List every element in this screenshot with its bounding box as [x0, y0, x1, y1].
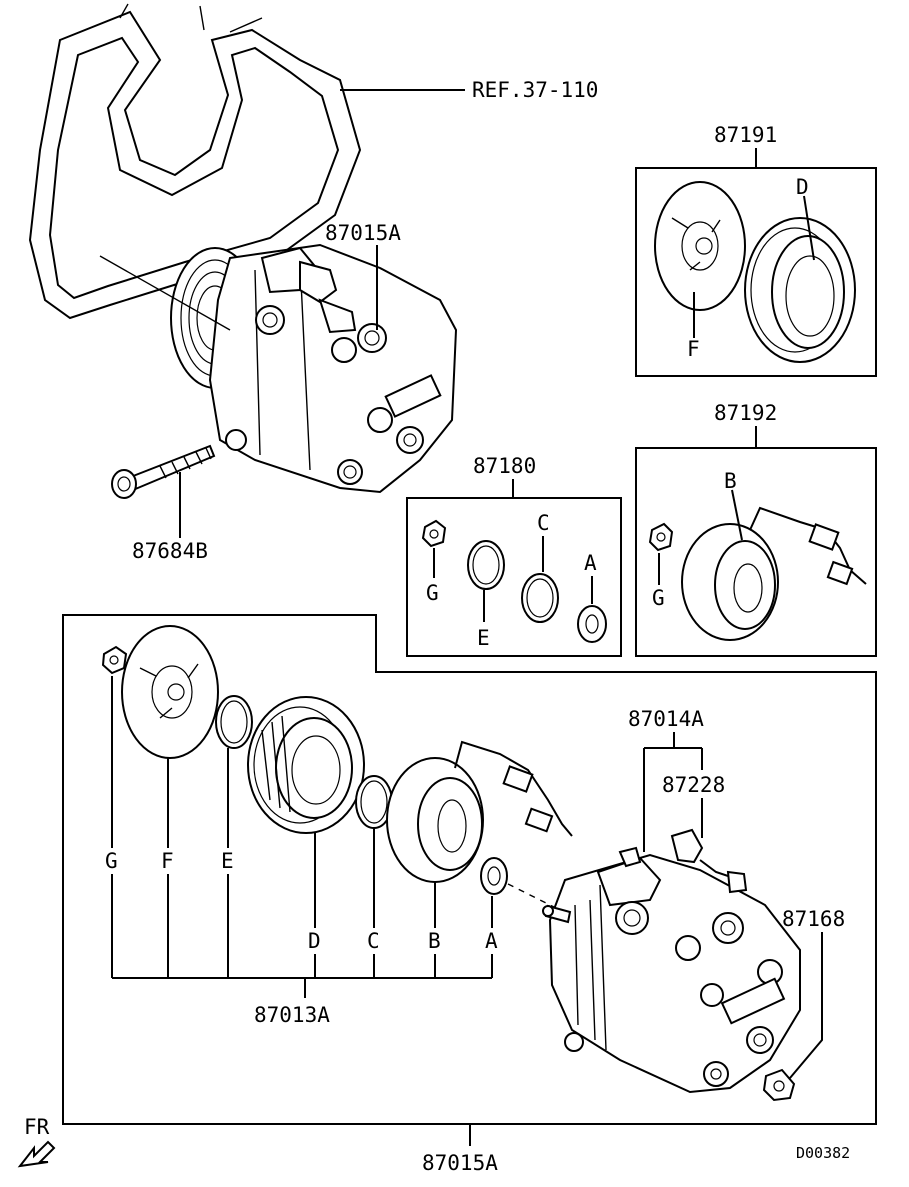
shaft-guideline — [507, 883, 561, 911]
a-letter: A — [485, 929, 498, 953]
mount-bolt[interactable] — [111, 444, 216, 499]
nut-g-87192[interactable] — [648, 522, 674, 552]
nut-g[interactable] — [101, 645, 128, 675]
g-letter: G — [105, 849, 118, 873]
kit-d-letter: D — [796, 175, 809, 199]
kit-87180-box — [406, 497, 622, 657]
front-arrow-icon — [17, 1140, 56, 1168]
kit-87192-b-leader — [731, 489, 743, 541]
relief-bolt-leader — [789, 932, 823, 1079]
compressor-top-label[interactable]: 87015A — [325, 221, 401, 245]
clutch-plate-f-kit[interactable] — [654, 181, 746, 311]
washer-a-kit[interactable] — [577, 605, 607, 643]
kit-87191-label[interactable]: 87191 — [714, 123, 777, 147]
clutch-plate-f[interactable] — [121, 625, 219, 759]
belt-to-pulley-line — [99, 255, 231, 331]
harness-connector[interactable] — [618, 828, 748, 894]
pulley-d-kit[interactable] — [744, 217, 856, 363]
coil-b-kit[interactable] — [681, 506, 867, 641]
b-letter: B — [428, 929, 441, 953]
kit-f-letter: F — [687, 337, 700, 361]
kit-87192-b-letter: B — [724, 469, 737, 493]
front-indicator: FR — [24, 1115, 50, 1139]
kit-87180-c-letter: C — [537, 511, 550, 535]
kit-87180-a-letter: A — [584, 551, 597, 575]
pulley-d[interactable] — [247, 696, 365, 834]
ref-belt-label[interactable]: REF.37-110 — [472, 78, 598, 102]
compressor-body[interactable] — [542, 853, 801, 1094]
snap-ring-c-kit[interactable] — [521, 573, 559, 623]
clutch-assembly-label[interactable]: 87013A — [254, 1003, 330, 1027]
kit-87192-box — [635, 447, 877, 657]
field-coil-b[interactable] — [386, 740, 573, 883]
bolt-label[interactable]: 87684B — [132, 539, 208, 563]
diagram-code: D00382 — [796, 1144, 850, 1162]
f-letter: F — [161, 849, 174, 873]
kit-87192-label[interactable]: 87192 — [714, 401, 777, 425]
drive-belt[interactable] — [28, 3, 362, 320]
kit-87180-label[interactable]: 87180 — [473, 454, 536, 478]
kit-87191-box — [635, 167, 877, 377]
kit-d-leader — [803, 195, 815, 261]
d-letter: D — [308, 929, 321, 953]
kit-87192-g-letter: G — [652, 586, 665, 610]
kit-87180-g-letter: G — [426, 581, 439, 605]
e-letter: E — [221, 849, 234, 873]
assembly-box — [62, 614, 877, 1125]
compressor-top[interactable] — [170, 243, 458, 494]
kit-87180-e-letter: E — [477, 626, 490, 650]
harness-label[interactable]: 87228 — [662, 773, 725, 797]
relief-bolt-label[interactable]: 87168 — [782, 907, 845, 931]
nut-g-87180[interactable] — [421, 519, 447, 548]
snap-ring-e-kit[interactable] — [467, 540, 505, 590]
relief-bolt[interactable] — [762, 1068, 796, 1102]
snap-ring-e[interactable] — [215, 695, 253, 749]
washer-a[interactable] — [480, 857, 508, 895]
compressor-body-label[interactable]: 87014A — [628, 707, 704, 731]
c-letter: C — [367, 929, 380, 953]
compressor-bottom-label[interactable]: 87015A — [422, 1151, 498, 1175]
